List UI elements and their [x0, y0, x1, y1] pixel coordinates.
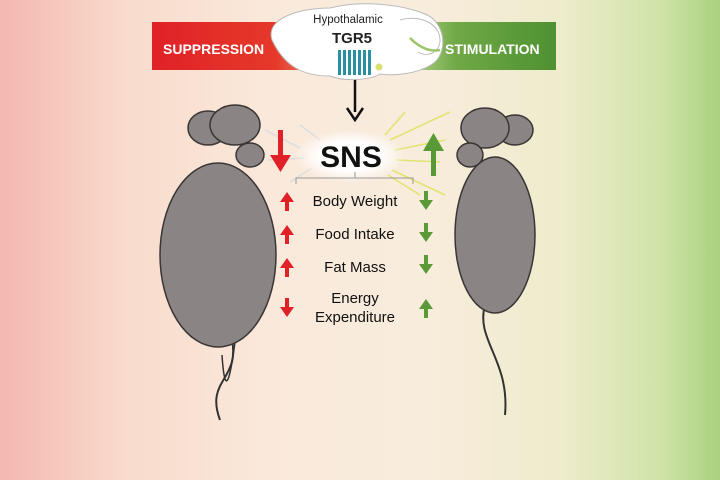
sns-label: SNS — [320, 141, 382, 174]
region-label: Hypothalamic — [313, 14, 383, 26]
arrow-up-icon — [280, 225, 294, 244]
effect-label: Food Intake — [315, 226, 394, 243]
suppression-effect-arrows — [280, 192, 294, 317]
arrow-down-icon — [419, 223, 433, 242]
left-mouse — [159, 104, 277, 421]
arrow-down-icon — [345, 80, 365, 123]
arrow-up-icon — [280, 258, 294, 277]
right-mouse — [454, 107, 536, 416]
effects-list: Body Weight Food Intake Fat Mass Energy … — [313, 193, 399, 326]
stimulation-label: STIMULATION — [445, 41, 540, 57]
arrow-down-icon — [280, 298, 294, 317]
effect-label: Body Weight — [313, 193, 399, 210]
arrow-down-icon — [419, 191, 433, 210]
brain-illustration — [270, 3, 444, 81]
effect-label: Expenditure — [315, 309, 395, 326]
receptor-label: TGR5 — [332, 30, 372, 47]
arrow-up-icon — [419, 299, 433, 318]
receptor-icon — [338, 50, 371, 75]
stimulation-sns-up-arrow — [423, 133, 444, 176]
suppression-sns-down-arrow — [270, 130, 291, 172]
arrow-down-icon — [419, 255, 433, 274]
stimulation-effect-arrows — [419, 191, 433, 318]
suppression-label: SUPPRESSION — [163, 41, 264, 57]
arrow-up-icon — [280, 192, 294, 211]
effect-label: Energy — [331, 290, 379, 307]
bracket — [295, 172, 414, 184]
effect-label: Fat Mass — [324, 259, 386, 276]
